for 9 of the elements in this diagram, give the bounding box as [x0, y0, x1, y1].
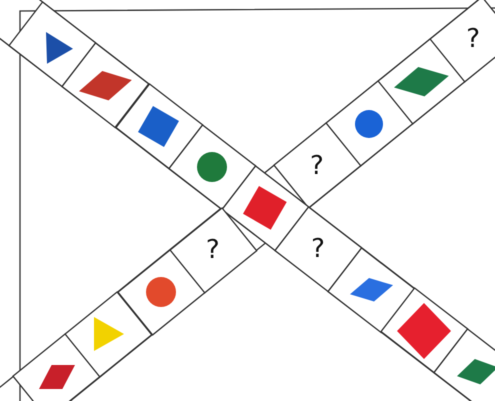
puzzle-cell — [274, 123, 360, 208]
question-mark: ? — [466, 24, 480, 54]
question-mark: ? — [206, 235, 220, 266]
question-mark: ? — [310, 150, 324, 181]
puzzle-cell — [13, 334, 100, 401]
question-mark: ? — [311, 234, 325, 264]
puzzle-cell — [274, 206, 362, 292]
puzzle-cell — [170, 208, 256, 293]
puzzle-cell — [430, 0, 495, 82]
